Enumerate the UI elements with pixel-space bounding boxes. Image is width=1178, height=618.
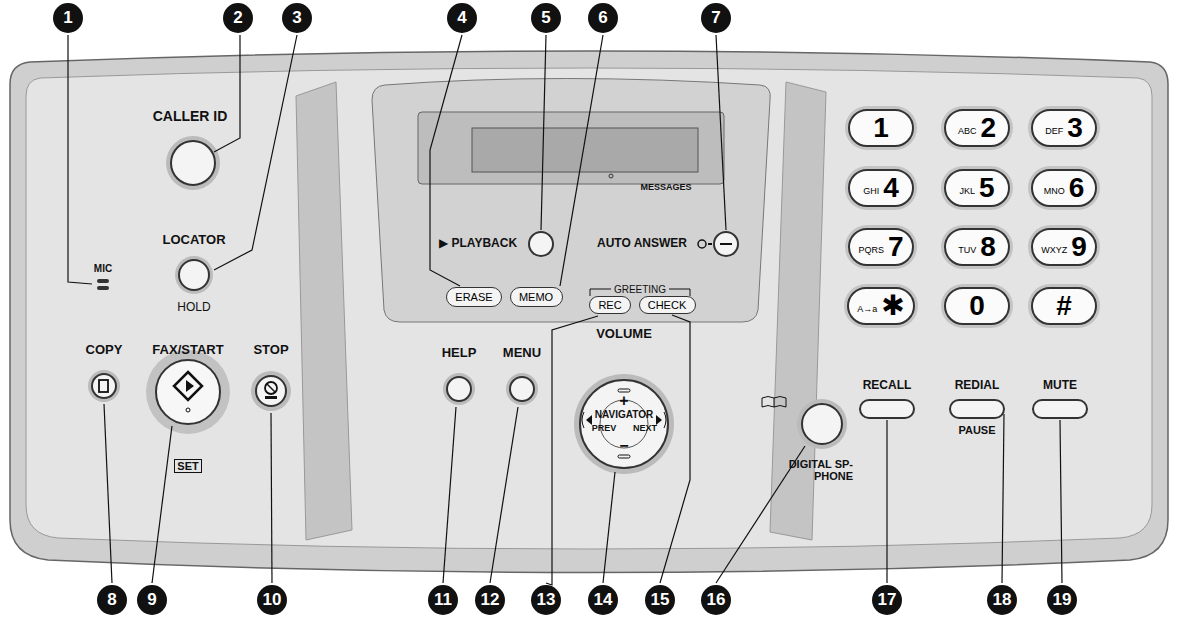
callout-number: 4 <box>447 3 477 33</box>
panel-label: NAVIGATOR <box>595 409 653 420</box>
button-label: CHECK <box>648 300 687 311</box>
keypad-key: 0 <box>944 287 1010 325</box>
key-digit: ✱ <box>881 292 904 320</box>
key-digit: 3 <box>1067 114 1083 142</box>
panel-label: PREV <box>592 424 617 434</box>
leader-lines <box>68 35 1062 585</box>
panel-label: MENU <box>503 346 541 360</box>
callout-number: 18 <box>987 585 1017 615</box>
panel-label: MESSAGES <box>640 183 691 193</box>
panel-label: HOLD <box>177 301 210 314</box>
panel-label: DIGITAL SP-PHONE <box>783 458 853 482</box>
panel-button: ERASE <box>446 287 502 307</box>
key-letters: ABC <box>958 127 977 136</box>
panel-label: SET <box>174 459 201 473</box>
panel-label: MUTE <box>1043 379 1077 392</box>
key-letters: DEF <box>1045 127 1063 136</box>
panel-label: VOLUME <box>596 327 652 341</box>
callout-number: 13 <box>531 585 561 615</box>
key-digit: 1 <box>873 114 889 142</box>
keypad-key: DEF 3 <box>1031 109 1097 147</box>
key-letters: GHI <box>863 187 879 196</box>
keypad-key: GHI 4 <box>848 169 914 207</box>
callout-number: 14 <box>588 585 618 615</box>
panel-button: MEMO <box>510 287 563 307</box>
keypad-key: JKL 5 <box>944 169 1010 207</box>
callout-number: 12 <box>475 585 505 615</box>
callout-number: 19 <box>1047 585 1077 615</box>
key-letters: WXYZ <box>1041 246 1067 255</box>
panel-button: CHECK <box>639 296 696 314</box>
panel-label: − <box>619 437 628 455</box>
key-letters: A→a <box>857 305 877 314</box>
panel-label: LOCATOR <box>162 233 225 247</box>
keypad-key: TUV 8 <box>944 228 1010 266</box>
key-digit: 8 <box>980 233 996 261</box>
callout-number: 11 <box>428 585 458 615</box>
key-digit: 0 <box>969 292 985 320</box>
key-digit: 7 <box>888 233 904 261</box>
panel-label: HELP <box>442 346 477 360</box>
panel-label: AUTO ANSWER <box>597 237 687 250</box>
panel-label: COPY <box>86 343 123 357</box>
keypad-key: # <box>1031 287 1097 325</box>
keypad-key: A→a ✱ <box>847 287 915 325</box>
key-digit: 9 <box>1071 233 1087 261</box>
callout-number: 3 <box>282 3 312 33</box>
key-digit: # <box>1056 292 1072 320</box>
keypad-key: ABC2 <box>944 109 1010 147</box>
callout-number: 2 <box>223 3 253 33</box>
callout-number: 8 <box>97 585 127 615</box>
callout-number: 9 <box>137 585 167 615</box>
panel-button: REC <box>589 296 631 314</box>
button-label: MEMO <box>519 292 553 303</box>
panel-label: REDIAL <box>955 379 1000 392</box>
callout-number: 17 <box>872 585 902 615</box>
keypad-key: 1 <box>848 109 914 147</box>
key-digit: 5 <box>979 174 995 202</box>
key-letters: PQRS <box>858 246 884 255</box>
callout-number: 5 <box>531 3 561 33</box>
panel-label: MIC <box>94 263 112 274</box>
panel-label: + <box>619 392 628 410</box>
key-digit: 2 <box>980 114 996 142</box>
callout-number: 15 <box>645 585 675 615</box>
panel-label: ▶ PLAYBACK <box>439 237 517 250</box>
button-label: ERASE <box>455 292 492 303</box>
callout-number: 10 <box>257 585 287 615</box>
keypad-key: WXYZ 9 <box>1031 228 1097 266</box>
key-letters: MNO <box>1044 187 1065 196</box>
keypad-key: PQRS 7 <box>848 228 914 266</box>
callout-number: 6 <box>588 3 618 33</box>
panel-label: NEXT <box>633 424 657 434</box>
button-label: REC <box>598 300 621 311</box>
key-digit: 6 <box>1069 174 1085 202</box>
panel-label: CALLER ID <box>153 109 228 124</box>
key-digit: 4 <box>883 174 899 202</box>
panel-label: GREETING <box>611 284 669 295</box>
panel-label: FAX/START <box>152 343 223 357</box>
callout-number: 16 <box>701 585 731 615</box>
keypad-key: MNO 6 <box>1031 169 1097 207</box>
callout-number: 7 <box>701 3 731 33</box>
panel-label: PAUSE <box>958 424 995 436</box>
key-letters: JKL <box>959 187 975 196</box>
callout-number: 1 <box>53 3 83 33</box>
panel-label: STOP <box>253 343 288 357</box>
panel-label: RECALL <box>863 379 912 392</box>
key-letters: TUV <box>958 246 976 255</box>
